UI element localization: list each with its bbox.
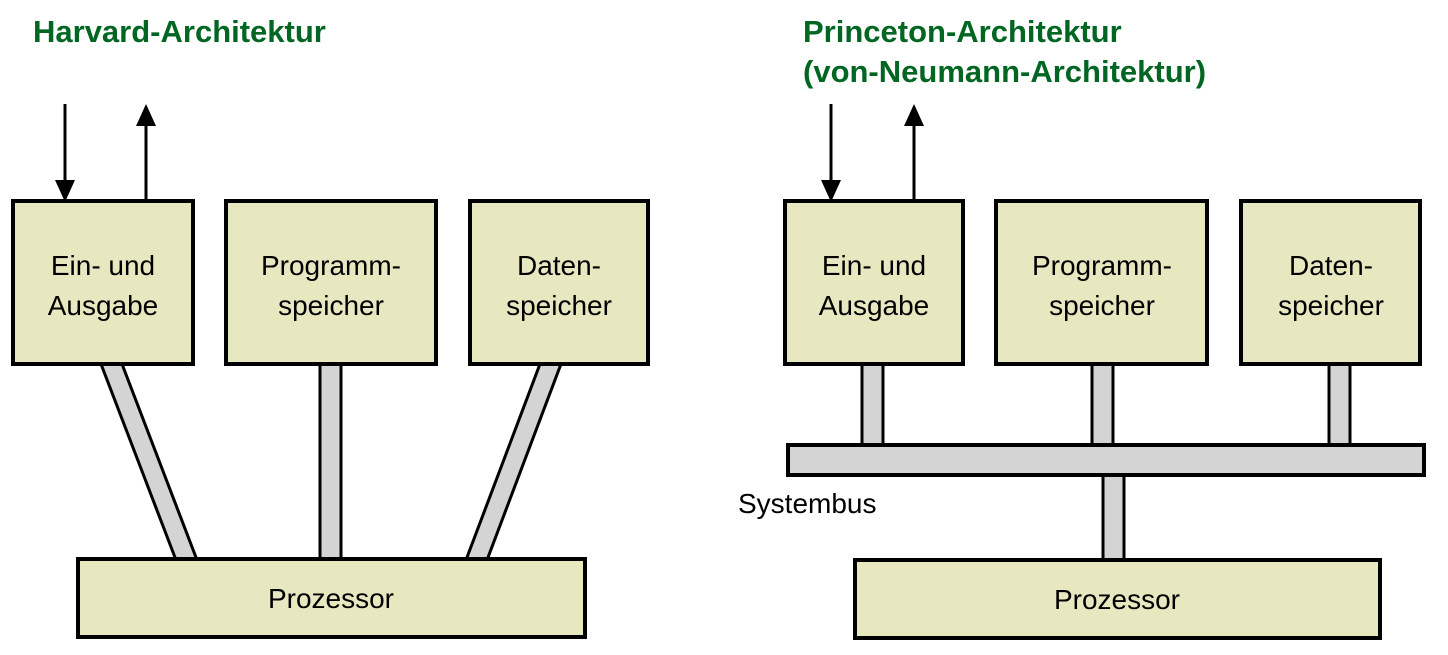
princeton-block-data-memory-label-line-1: Daten-: [1289, 250, 1373, 281]
harvard-connector-data-memory: [463, 362, 564, 562]
princeton-title-line-2: (von-Neumann-Architektur): [803, 54, 1206, 89]
harvard-block-data-memory-label-line-2: speicher: [506, 290, 612, 321]
princeton-processor[interactable]: Prozessor: [853, 558, 1382, 640]
princeton-block-data-memory[interactable]: Daten- speicher: [1239, 199, 1422, 366]
princeton-system-bus: [786, 443, 1426, 477]
harvard-block-program-memory-label-line-2: speicher: [278, 290, 384, 321]
princeton-block-program-memory[interactable]: Programm- speicher: [994, 199, 1209, 366]
princeton-connector-program-memory: [1090, 362, 1115, 448]
princeton-system-bus-label: Systembus: [738, 488, 877, 519]
harvard-connector-io: [98, 362, 200, 562]
princeton-block-io[interactable]: Ein- und Ausgabe: [783, 199, 965, 366]
harvard-block-program-memory[interactable]: Programm- speicher: [224, 199, 438, 366]
princeton-block-program-memory-label-line-2: speicher: [1049, 290, 1155, 321]
harvard-block-data-memory-label-line-1: Daten-: [517, 250, 601, 281]
princeton-connector-io: [860, 362, 885, 448]
harvard-block-data-memory[interactable]: Daten- speicher: [468, 199, 650, 366]
princeton-block-program-memory-label-line-1: Programm-: [1032, 250, 1172, 281]
harvard-block-io[interactable]: Ein- und Ausgabe: [11, 199, 195, 366]
princeton-block-data-memory-label-line-2: speicher: [1278, 290, 1384, 321]
harvard-connector-program-memory: [318, 362, 343, 562]
princeton-connector-data-memory: [1327, 362, 1352, 448]
princeton-block-io-label-line-2: Ausgabe: [819, 290, 930, 321]
harvard-diagram: Harvard-Architektur Ein- und Ausgabe: [11, 14, 650, 639]
princeton-processor-label: Prozessor: [1054, 584, 1180, 615]
harvard-block-io-label-line-1: Ein- und: [51, 250, 155, 281]
princeton-title-line-1: Princeton-Architektur: [803, 14, 1122, 49]
princeton-connector-processor: [1101, 468, 1126, 564]
harvard-input-arrow: [55, 104, 75, 202]
harvard-output-arrow: [136, 104, 156, 200]
harvard-title-line-1: Harvard-Architektur: [33, 14, 326, 49]
harvard-processor[interactable]: Prozessor: [76, 557, 587, 639]
princeton-input-arrow: [821, 104, 841, 202]
harvard-block-io-label-line-2: Ausgabe: [48, 290, 159, 321]
harvard-processor-label: Prozessor: [268, 583, 394, 614]
princeton-output-arrow: [904, 104, 924, 200]
princeton-block-io-label-line-1: Ein- und: [822, 250, 926, 281]
harvard-block-program-memory-label-line-1: Programm-: [261, 250, 401, 281]
princeton-diagram: Princeton-Architektur (von-Neumann-Archi…: [738, 14, 1426, 640]
